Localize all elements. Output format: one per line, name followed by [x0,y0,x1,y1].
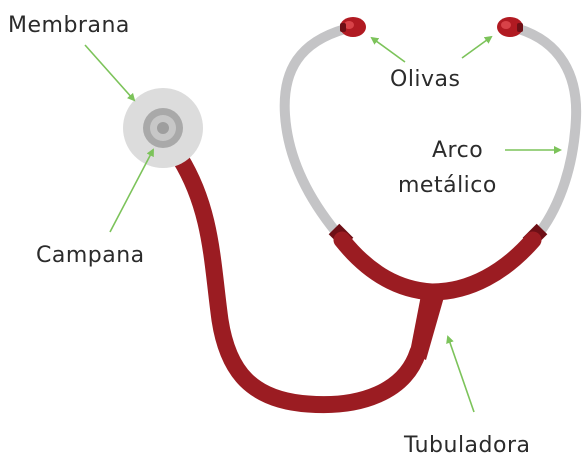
tubuladora-arrow [448,337,474,412]
stethoscope-icon [123,17,576,405]
label-arco-line1: Arco [432,138,483,163]
chestpiece [123,88,203,168]
left-metal-arc [285,29,345,232]
chestpiece-bell [157,122,169,134]
label-membrana: Membrana [8,13,130,38]
label-campana: Campana [36,243,145,268]
label-arco-line2: metálico [398,173,497,198]
left-eartip [340,17,366,37]
right-metal-arc [519,29,576,232]
olivas-left-arrow [372,38,405,62]
olivas-right-arrow [462,37,491,58]
y-tubing [342,240,533,292]
right-eartip [497,17,523,37]
membrana-arrow [85,45,134,100]
label-olivas: Olivas [390,67,461,92]
label-tubuladora: Tubuladora [403,433,531,458]
campana-arrow [110,150,153,232]
